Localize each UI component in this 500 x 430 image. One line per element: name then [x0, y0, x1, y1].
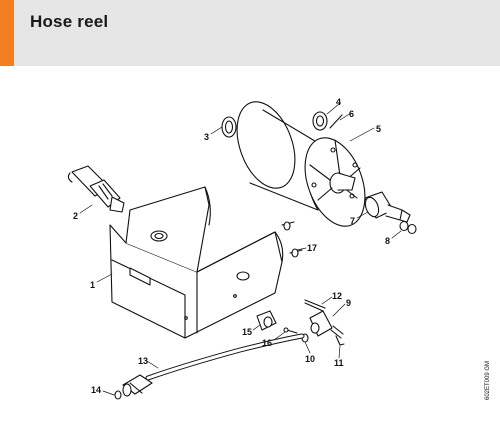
callout-10: 10 — [305, 354, 315, 364]
callout-11: 11 — [334, 358, 344, 368]
part-swivel — [364, 191, 411, 223]
header-accent-bar — [0, 0, 14, 66]
callout-12: 12 — [332, 291, 342, 301]
part-reel-drum — [236, 101, 366, 227]
callout-3: 3 — [204, 132, 209, 142]
page-title: Hose reel — [30, 12, 109, 31]
callout-5: 5 — [376, 124, 381, 134]
part-fitting — [309, 310, 344, 339]
part-frame — [109, 186, 284, 339]
callout-labels: 1 2 3 4 5 6 7 8 9 10 11 12 13 14 15 16 1… — [73, 97, 390, 395]
part-pin-6 — [329, 114, 343, 129]
part-hose-connector — [122, 374, 153, 397]
part-screw — [286, 329, 298, 334]
part-clip — [304, 299, 326, 312]
callout-2: 2 — [73, 211, 78, 221]
callout-7: 7 — [350, 216, 355, 226]
header-band: Hose reel — [0, 0, 500, 66]
callout-8: 8 — [385, 236, 390, 246]
callout-14: 14 — [91, 385, 101, 395]
callout-1: 1 — [90, 280, 95, 290]
part-nut — [256, 310, 277, 331]
callout-17: 17 — [307, 243, 317, 253]
part-washer-4 — [312, 111, 328, 131]
part-washer-3 — [221, 116, 237, 138]
callout-15: 15 — [242, 327, 252, 337]
part-hose-guide — [67, 165, 125, 213]
callout-4: 4 — [336, 97, 341, 107]
document-code: 602ET009 GM — [485, 361, 491, 400]
part-o-ring-14 — [114, 390, 122, 400]
callout-16: 16 — [262, 338, 272, 348]
exploded-parts-diagram: 1 2 3 4 5 6 7 8 9 10 11 12 13 14 15 16 1… — [67, 97, 491, 400]
callout-13: 13 — [138, 356, 148, 366]
callout-9: 9 — [346, 298, 351, 308]
part-o-ring-8b — [407, 223, 417, 235]
callout-6: 6 — [349, 109, 354, 119]
leader-lines — [79, 103, 402, 396]
part-o-ring-8a — [399, 220, 409, 232]
part-pin-11 — [335, 335, 345, 346]
